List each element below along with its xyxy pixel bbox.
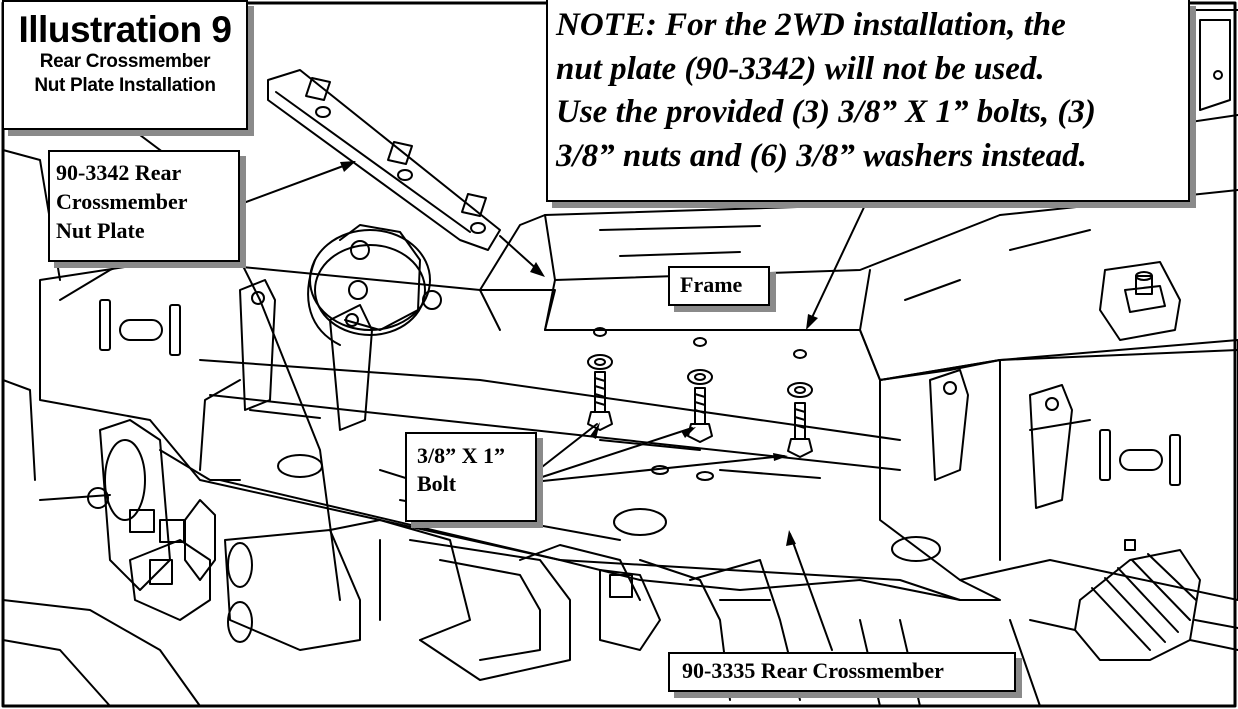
lower-structure <box>2 9 1238 707</box>
note-line-3: Use the provided (3) 3/8” X 1” bolts, (3… <box>556 94 1096 130</box>
frame-stud <box>1099 261 1181 341</box>
slot-holes <box>99 299 1181 551</box>
illustration-title: Illustration 9 <box>18 9 232 50</box>
nut-plate-label: 90-3342 Rear Crossmember Nut Plate <box>48 150 240 262</box>
shock-mount <box>307 224 442 346</box>
leader-arrows <box>237 161 867 651</box>
illustration-title-box: Illustration 9 Rear Crossmember Nut Plat… <box>2 0 248 130</box>
nut-plate-label-line-2: Crossmember <box>56 189 188 214</box>
mounting-tabs <box>239 279 1073 509</box>
illustration-subtitle-line-2: Nut Plate Installation <box>34 75 216 96</box>
frame-label-text: Frame <box>680 272 743 297</box>
nut-plate-label-line-1: 90-3342 Rear <box>56 160 182 185</box>
bolt-label-line-2: Bolt <box>417 471 457 496</box>
illustration-subtitle-line-1: Rear Crossmember <box>39 51 211 72</box>
frame-label: Frame <box>668 266 770 306</box>
installation-note-text: NOTE: For the 2WD installation, the nut … <box>556 4 1186 178</box>
steering-boot <box>1029 549 1238 661</box>
note-line-2: nut plate (90-3342) will not be used. <box>556 50 1045 87</box>
crossmember-label: 90-3335 Rear Crossmember <box>668 652 1016 692</box>
bolt-label-line-1: 3/8” X 1” <box>417 443 505 468</box>
installation-note-box: NOTE: For the 2WD installation, the nut … <box>546 0 1190 202</box>
steering-gear <box>39 419 801 701</box>
nut-plate-label-line-3: Nut Plate <box>56 218 145 243</box>
bolt-washer-set <box>587 327 813 458</box>
arrowheads <box>340 161 818 546</box>
bolt-label: 3/8” X 1” Bolt <box>405 432 537 522</box>
crossmember-part <box>39 259 1238 601</box>
note-line-4: 3/8” nuts and (6) 3/8” washers instead. <box>556 137 1087 174</box>
crossmember-label-text: 90-3335 Rear Crossmember <box>682 658 944 683</box>
note-line-1: NOTE: For the 2WD installation, the <box>556 7 1066 43</box>
